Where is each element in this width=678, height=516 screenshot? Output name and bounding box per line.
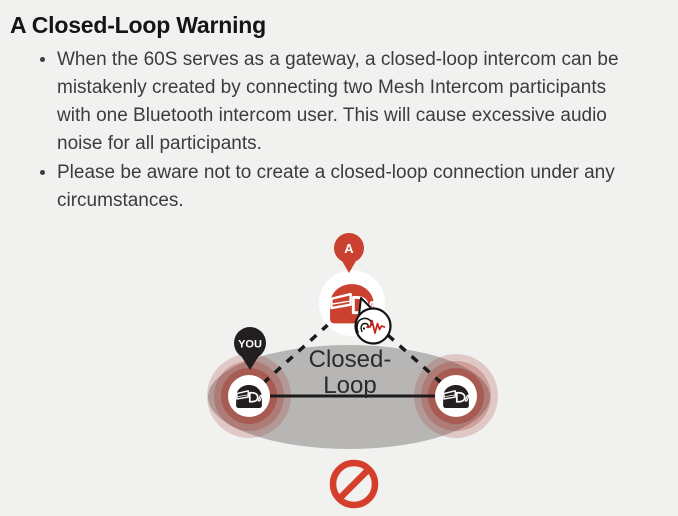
helmet-icon-right bbox=[443, 384, 470, 408]
warning-list: When the 60S serves as a gateway, a clos… bbox=[10, 46, 672, 216]
location-pin-you-icon: YOU bbox=[234, 327, 266, 370]
closed-loop-label: Closed- Loop bbox=[309, 346, 392, 399]
list-item: When the 60S serves as a gateway, a clos… bbox=[57, 46, 672, 158]
helmet-icon-left bbox=[236, 384, 263, 408]
prohibition-icon bbox=[329, 459, 379, 509]
warning-bullet-text: When the 60S serves as a gateway, a clos… bbox=[57, 49, 619, 154]
warning-bullet-text: Please be aware not to create a closed-l… bbox=[57, 162, 615, 211]
closed-loop-label-line1: Closed- bbox=[309, 346, 392, 373]
pin-you-label: YOU bbox=[238, 339, 262, 351]
location-pin-a-icon: A bbox=[334, 233, 364, 273]
list-item: Please be aware not to create a closed-l… bbox=[57, 159, 672, 215]
pin-a-label: A bbox=[344, 241, 354, 256]
ear-noise-bubble-icon bbox=[354, 297, 392, 345]
closed-loop-label-line2: Loop bbox=[323, 372, 376, 399]
section-title: A Closed-Loop Warning bbox=[10, 12, 267, 38]
